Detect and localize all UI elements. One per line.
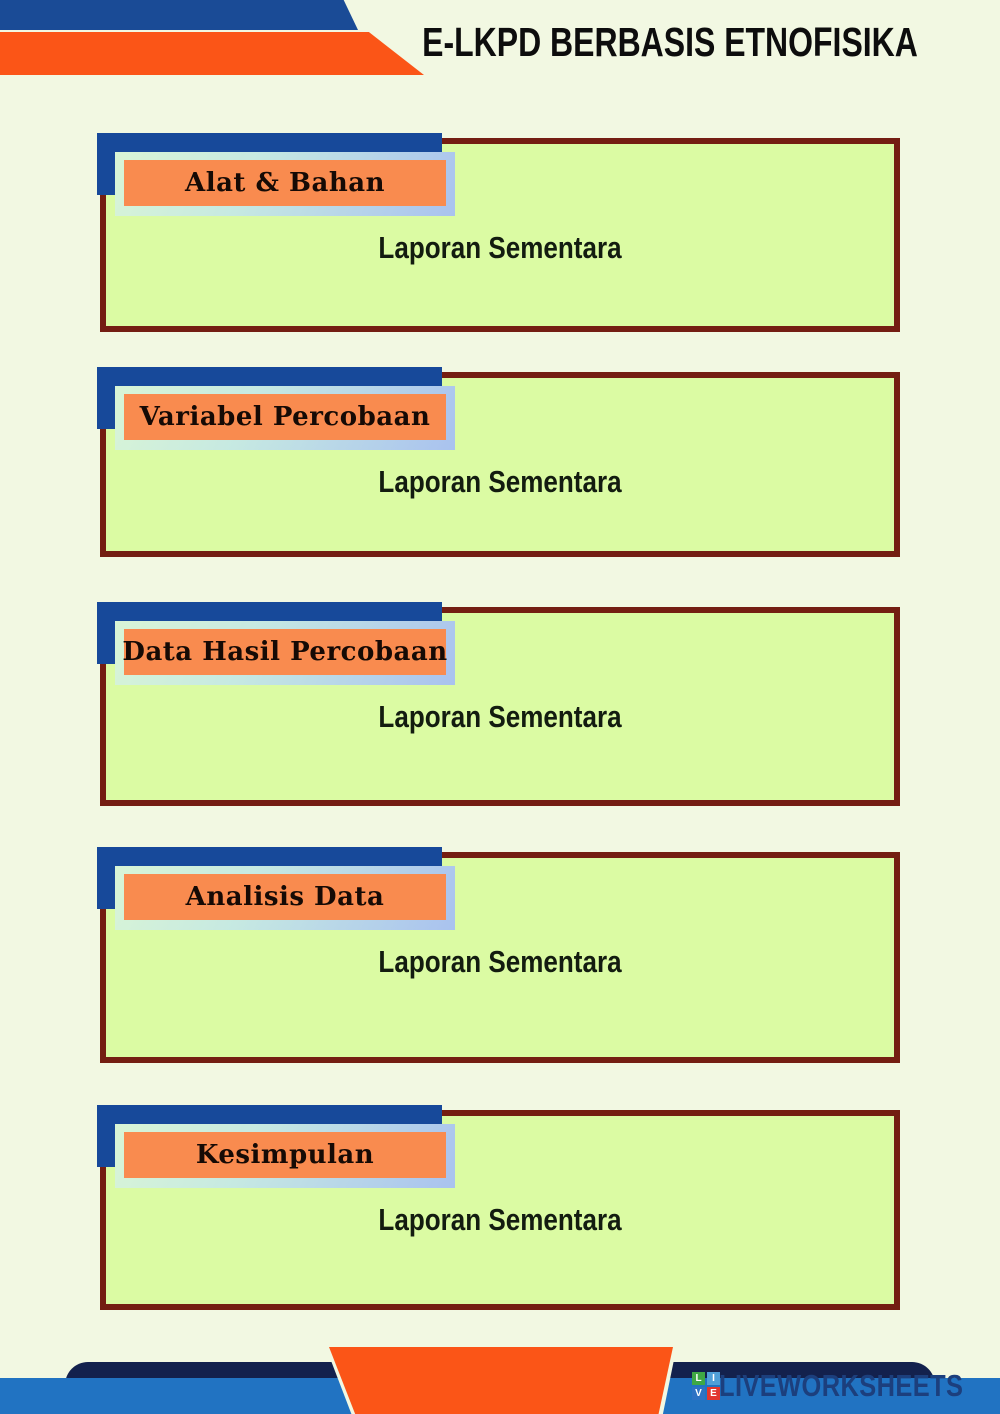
section-label-frame: Alat & Bahan [115,152,455,216]
section-panel [100,372,900,557]
section-label-text: Variabel Percobaan [139,402,431,432]
laporan-sementara-link[interactable]: Laporan Sementara [378,464,622,499]
laporan-sementara-link[interactable]: Laporan Sementara [378,944,622,979]
section-data-hasil-percobaan: Data Hasil Percobaan Laporan Sementara [97,602,900,806]
liveworksheets-logo-icon[interactable]: L I V E [692,1372,720,1400]
section-label-text: Analisis Data [185,882,385,912]
laporan-sementara-link[interactable]: Laporan Sementara [378,699,622,734]
section-label: Variabel Percobaan [124,394,446,440]
section-label: Alat & Bahan [124,160,446,206]
section-label-text: Alat & Bahan [185,168,385,198]
section-label-frame: Variabel Percobaan [115,386,455,450]
section-label-text: Data Hasil Percobaan [122,637,448,667]
header-blue-ribbon [0,0,358,30]
liveworksheets-wordmark[interactable]: LIVEWORKSHEETS [719,1368,964,1403]
laporan-sementara-link[interactable]: Laporan Sementara [378,1202,622,1237]
header-orange-ribbon [0,32,424,75]
section-label: Kesimpulan [124,1132,446,1178]
section-label: Data Hasil Percobaan [122,629,448,675]
section-kesimpulan: Kesimpulan Laporan Sementara [97,1105,900,1310]
section-analisis-data: Analisis Data Laporan Sementara [97,847,900,1063]
page-title: E-LKPD BERBASIS ETNOFISIKA [422,19,918,65]
logo-square-l: L [692,1372,705,1385]
logo-square-v: V [692,1387,705,1400]
laporan-sementara-link[interactable]: Laporan Sementara [378,230,622,265]
section-label-text: Kesimpulan [195,1140,375,1170]
section-label-frame: Kesimpulan [115,1124,455,1188]
section-alat-bahan: Alat & Bahan Laporan Sementara [97,133,900,332]
logo-square-i: I [707,1372,720,1385]
section-variabel-percobaan: Variabel Percobaan Laporan Sementara [97,367,900,557]
section-label: Analisis Data [124,874,446,920]
footer-orange-ribbon [329,1347,673,1414]
section-label-frame: Analisis Data [115,866,455,930]
section-panel [100,852,900,1063]
section-label-frame: Data Hasil Percobaan [115,621,455,685]
logo-square-e: E [707,1387,720,1400]
